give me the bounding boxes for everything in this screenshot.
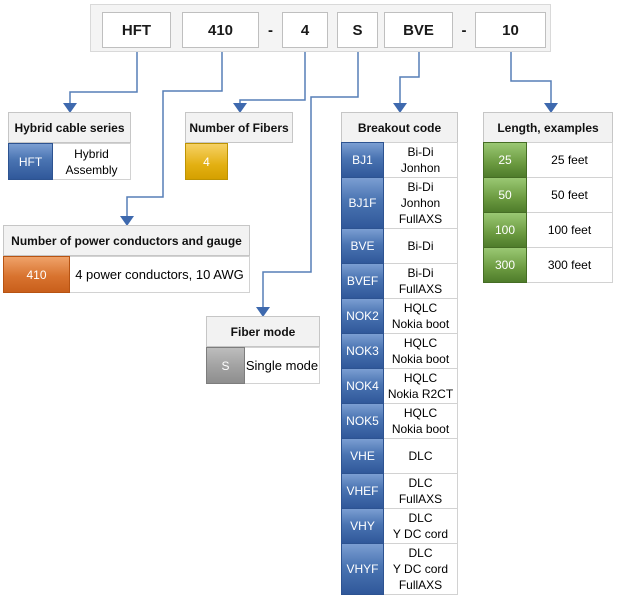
section-title: Number of power conductors and gauge [3, 225, 250, 256]
desc-cell: HQLC Nokia boot [384, 403, 458, 439]
section-title: Fiber mode [206, 316, 320, 347]
desc-cell: HQLC Nokia boot [384, 298, 458, 334]
code-cell: 300 [483, 247, 527, 283]
desc-cell: DLC Y DC cord [384, 508, 458, 544]
code-cell: S [206, 347, 245, 384]
connector-fibers [239, 48, 306, 104]
section-title: Number of Fibers [185, 112, 293, 143]
section-title: Hybrid cable series [8, 112, 131, 143]
table-row: NOK4 HQLC Nokia R2CT [341, 368, 458, 404]
code-cell: NOK3 [341, 333, 384, 369]
desc-cell: Single mode [245, 347, 320, 384]
table-row: VHY DLC Y DC cord [341, 508, 458, 544]
code-cell: BVEF [341, 263, 384, 299]
table-row: 100 100 feet [483, 212, 613, 248]
table-row: NOK3 HQLC Nokia boot [341, 333, 458, 369]
table-row: NOK2 HQLC Nokia boot [341, 298, 458, 334]
code-cell: NOK5 [341, 403, 384, 439]
section-length-examples: Length, examples 25 25 feet 50 50 feet 1… [483, 112, 613, 283]
code-cell: BJ1 [341, 142, 384, 178]
code-cell: 100 [483, 212, 527, 248]
desc-cell: 100 feet [527, 212, 613, 248]
section-number-of-fibers: Number of Fibers 4 [185, 112, 293, 180]
connector-length [510, 48, 552, 104]
separator-dash: - [461, 21, 467, 39]
table-row: HFT Hybrid Assembly [8, 143, 131, 180]
segment-fiber-mode: S [337, 12, 378, 48]
code-cell: NOK4 [341, 368, 384, 404]
code-cell: 4 [185, 143, 228, 180]
section-title: Length, examples [483, 112, 613, 143]
code-cell: BVE [341, 228, 384, 264]
table-row: VHE DLC [341, 438, 458, 474]
code-cell: BJ1F [341, 177, 384, 229]
desc-cell: HQLC Nokia boot [384, 333, 458, 369]
code-cell: VHEF [341, 473, 384, 509]
desc-cell: 4 power conductors, 10 AWG [70, 256, 250, 293]
connector-series [69, 48, 138, 104]
table-row: 410 4 power conductors, 10 AWG [3, 256, 250, 293]
desc-cell: 25 feet [527, 142, 613, 178]
desc-cell: HQLC Nokia R2CT [384, 368, 458, 404]
code-cell: VHE [341, 438, 384, 474]
code-cell: VHYF [341, 543, 384, 595]
table-row: BVEF Bi-Di FullAXS [341, 263, 458, 299]
table-row: VHYF DLC Y DC cord FullAXS [341, 543, 458, 595]
code-cell: VHY [341, 508, 384, 544]
desc-cell: 300 feet [527, 247, 613, 283]
code-cell: 410 [3, 256, 70, 293]
connector-breakout [399, 48, 420, 104]
segment-series: HFT [102, 12, 171, 48]
code-cell: 50 [483, 177, 527, 213]
desc-cell: 50 feet [527, 177, 613, 213]
code-cell: 25 [483, 142, 527, 178]
table-row: 4 [185, 143, 293, 180]
desc-cell: DLC FullAXS [384, 473, 458, 509]
segment-fibers: 4 [282, 12, 328, 48]
separator-dash: - [268, 21, 273, 39]
desc-cell: Bi-Di Jonhon FullAXS [384, 177, 458, 229]
code-cell: HFT [8, 143, 53, 180]
table-row: BJ1F Bi-Di Jonhon FullAXS [341, 177, 458, 229]
segment-breakout: BVE [384, 12, 453, 48]
desc-cell: DLC [384, 438, 458, 474]
section-breakout-code: Breakout code BJ1 Bi-Di Jonhon BJ1F Bi-D… [341, 112, 458, 595]
desc-cell: Hybrid Assembly [53, 143, 131, 180]
table-row: 25 25 feet [483, 142, 613, 178]
table-row: BVE Bi-Di [341, 228, 458, 264]
segment-length: 10 [475, 12, 546, 48]
table-row: NOK5 HQLC Nokia boot [341, 403, 458, 439]
desc-cell: DLC Y DC cord FullAXS [384, 543, 458, 595]
table-row: 50 50 feet [483, 177, 613, 213]
section-fiber-mode: Fiber mode S Single mode [206, 316, 320, 384]
table-row: VHEF DLC FullAXS [341, 473, 458, 509]
desc-cell: Bi-Di Jonhon [384, 142, 458, 178]
section-title: Breakout code [341, 112, 458, 143]
table-row: 300 300 feet [483, 247, 613, 283]
section-power-conductors: Number of power conductors and gauge 410… [3, 225, 250, 293]
segment-power: 410 [182, 12, 259, 48]
table-row: S Single mode [206, 347, 320, 384]
desc-cell: Bi-Di [384, 228, 458, 264]
section-hybrid-cable-series: Hybrid cable series HFT Hybrid Assembly [8, 112, 131, 180]
code-cell: NOK2 [341, 298, 384, 334]
desc-cell: Bi-Di FullAXS [384, 263, 458, 299]
table-row: BJ1 Bi-Di Jonhon [341, 142, 458, 178]
